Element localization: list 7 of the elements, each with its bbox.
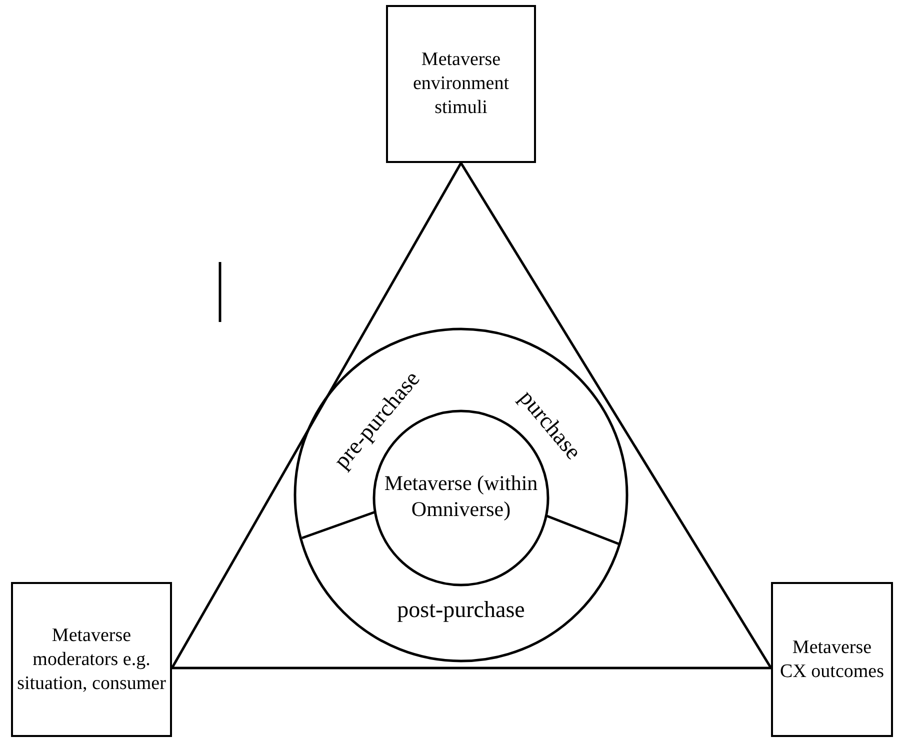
connector-line	[170, 162, 462, 669]
stimuli-box: Metaverse environment stimuli	[386, 5, 536, 163]
connector-line	[460, 162, 772, 669]
connector-line	[172, 666, 771, 670]
stage-label: post-purchase	[391, 595, 531, 625]
moderators-box: Metaverse moderators e.g. situation, consumer	[11, 582, 172, 737]
outcomes-box: Metaverse CX outcomes	[771, 582, 893, 737]
